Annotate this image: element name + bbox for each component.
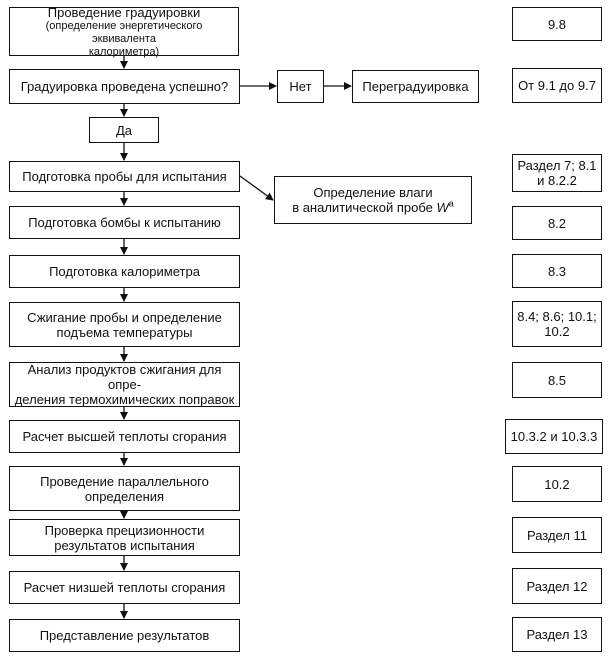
ref-combustion-line-2: 10.2: [544, 324, 570, 339]
ref-combustion: 8.4; 8.6; 10.1; 10.2: [512, 301, 602, 347]
step-report: Представление результатов: [9, 619, 240, 652]
ref-parallel-label: 10.2: [544, 476, 570, 492]
ref-sample-prep-line-2: и 8.2.2: [537, 173, 577, 188]
step-report-label: Представление результатов: [39, 628, 210, 643]
ref-report-label: Раздел 13: [526, 627, 588, 642]
ref-precision-check-label: Раздел 11: [526, 527, 588, 543]
step-parallel-line-1: Проведение параллельного: [40, 473, 209, 489]
step-calibration-check-label: Градуировка проведена успешно?: [20, 79, 229, 94]
moisture-symbol: W: [436, 200, 449, 215]
step-precision-check: Проверка прецизионности результатов испы…: [9, 519, 240, 556]
step-net-calorific-label: Расчет низшей теплоты сгорания: [23, 580, 226, 595]
step-combustion: Сжигание пробы и определение подъема тем…: [9, 302, 240, 347]
step-calibration-note-1: (определение энергетического эквивалента: [45, 19, 203, 45]
decision-yes: Да: [89, 117, 159, 143]
step-combustion-line-1: Сжигание пробы и определение: [27, 309, 222, 325]
ref-combustion-line-1: 8.4; 8.6; 10.1;: [517, 309, 597, 324]
decision-yes-label: Да: [115, 122, 133, 138]
ref-calibration-check: От 9.1 до 9.7: [512, 68, 602, 103]
step-products-analysis: Анализ продуктов сжигания для опре- деле…: [9, 362, 240, 407]
ref-gross-calorific: 10.3.2 и 10.3.3: [505, 419, 603, 454]
step-moisture: Определение влаги в аналитической пробе …: [274, 176, 472, 224]
step-precision-check-line-1: Проверка прецизионности: [44, 522, 205, 538]
step-calibration-note-2: калориметра): [88, 45, 160, 58]
step-net-calorific: Расчет низшей теплоты сгорания: [9, 571, 240, 604]
step-bomb-prep-label: Подготовка бомбы к испытанию: [28, 215, 221, 230]
ref-products-analysis: 8.5: [512, 362, 602, 398]
step-parallel-line-2: определения: [84, 488, 165, 504]
step-moisture-line-1: Определение влаги: [313, 185, 433, 200]
ref-bomb-prep-label: 8.2: [547, 215, 567, 231]
ref-calibration: 9.8: [512, 7, 602, 41]
ref-sample-prep: Раздел 7; 8.1 и 8.2.2: [512, 154, 602, 192]
ref-calorimeter-prep-label: 8.3: [547, 263, 567, 279]
step-precision-check-line-2: результатов испытания: [54, 537, 195, 553]
step-sample-prep: Подготовка пробы для испытания: [9, 161, 240, 192]
ref-net-calorific-label: Раздел 12: [526, 578, 588, 594]
step-products-analysis-line-2: деления термохимических поправок: [14, 392, 235, 407]
ref-calibration-check-label: От 9.1 до 9.7: [518, 78, 596, 93]
ref-parallel: 10.2: [512, 466, 602, 502]
decision-no: Нет: [277, 70, 324, 103]
ref-bomb-prep: 8.2: [512, 206, 602, 240]
step-calorimeter-prep: Подготовка калориметра: [9, 255, 240, 288]
ref-sample-prep-line-1: Раздел 7; 8.1: [517, 158, 597, 173]
step-gross-calorific: Расчет высшей теплоты сгорания: [9, 420, 240, 453]
step-gross-calorific-label: Расчет высшей теплоты сгорания: [22, 429, 227, 444]
ref-gross-calorific-label: 10.3.2 и 10.3.3: [510, 429, 598, 444]
arrow-s3-moisture: [239, 175, 274, 201]
step-recalibration: Перегрaдуировка: [352, 70, 479, 103]
step-products-analysis-line-1: Анализ продуктов сжигания для опре-: [27, 362, 222, 392]
ref-calorimeter-prep: 8.3: [512, 254, 602, 288]
step-moisture-line-2: в аналитической пробе: [292, 200, 433, 215]
step-calibration: Проведение градуировки (определение энер…: [9, 4, 239, 58]
step-recalibration-label: Перегрaдуировка: [362, 79, 469, 94]
step-calorimeter-prep-label: Подготовка калориметра: [49, 264, 200, 279]
step-sample-prep-label: Подготовка пробы для испытания: [22, 169, 227, 184]
step-calibration-check: Градуировка проведена успешно?: [9, 69, 240, 104]
step-calibration-title: Проведение градуировки: [47, 4, 201, 20]
ref-precision-check: Раздел 11: [512, 517, 602, 553]
ref-products-analysis-label: 8.5: [547, 372, 567, 388]
step-bomb-prep: Подготовка бомбы к испытанию: [9, 206, 240, 239]
moisture-superscript: a: [448, 198, 454, 209]
decision-no-label: Нет: [289, 79, 312, 94]
ref-calibration-label: 9.8: [547, 16, 567, 32]
ref-net-calorific: Раздел 12: [512, 568, 602, 604]
ref-report: Раздел 13: [512, 617, 602, 652]
step-combustion-line-2: подъема температуры: [56, 324, 193, 340]
step-parallel: Проведение параллельного определения: [9, 466, 240, 511]
